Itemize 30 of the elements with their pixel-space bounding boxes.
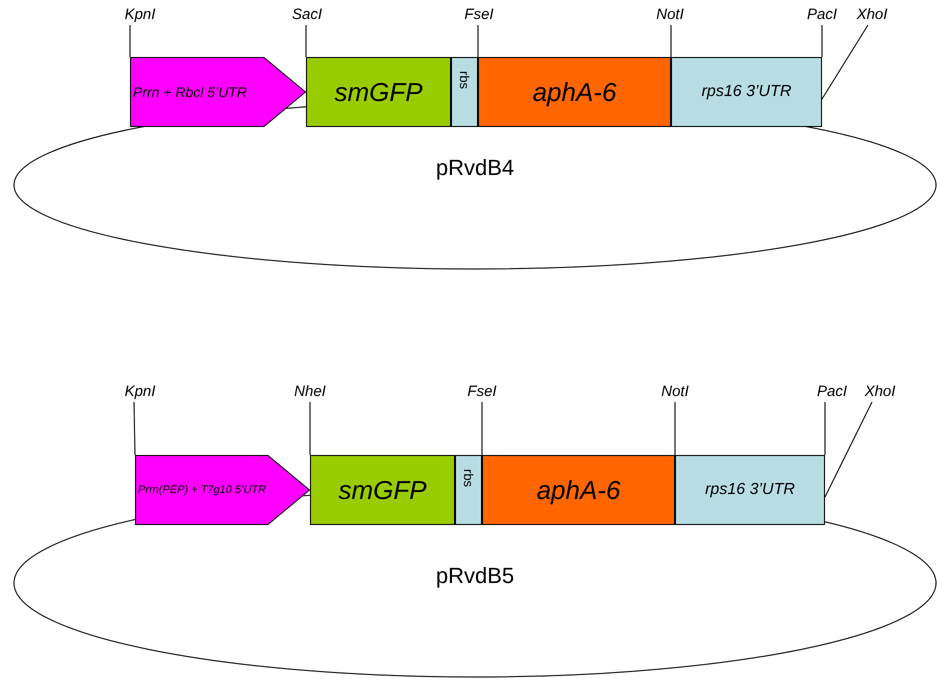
restriction-site-label: FseI: [457, 383, 507, 400]
promoter-label: Prrn(PEP) + T7g10 5’UTR: [138, 484, 266, 496]
gene-label: aphA-6: [536, 475, 622, 506]
restriction-site-label: XhoI: [855, 383, 905, 400]
gene-label: smGFP: [337, 475, 428, 506]
restriction-site-label: XhoI: [847, 6, 897, 23]
leader-line: [824, 402, 872, 498]
restriction-site-label: SacI: [282, 6, 332, 23]
promoter-label: Prrn + Rbcl 5’UTR: [133, 84, 247, 100]
restriction-site-label: NotI: [650, 383, 700, 400]
gene-label: rbs: [461, 469, 476, 488]
gene-label: rbs: [457, 71, 472, 90]
plasmid-name: pRvdB4: [434, 155, 516, 181]
leader-line: [670, 24, 672, 58]
leader-line: [674, 402, 676, 456]
restriction-site-label: PacI: [797, 6, 847, 23]
gene-label: rps16 3’UTR: [704, 480, 796, 499]
restriction-site-label: KpnI: [115, 6, 165, 23]
restriction-site-label: PacI: [807, 383, 857, 400]
leader-line: [822, 24, 868, 100]
restriction-site-label: FseI: [454, 6, 504, 23]
gene-label: rps16 3’UTR: [700, 82, 792, 101]
gene-label: smGFP: [333, 77, 424, 108]
plasmid-name: pRvdB5: [434, 563, 516, 589]
restriction-site-label: KpnI: [115, 383, 165, 400]
leader-line: [824, 402, 826, 456]
restriction-site-label: NheI: [285, 383, 335, 400]
gene-label: aphA-6: [532, 77, 618, 108]
leader-line: [134, 402, 136, 456]
restriction-site-label: NotI: [645, 6, 695, 23]
